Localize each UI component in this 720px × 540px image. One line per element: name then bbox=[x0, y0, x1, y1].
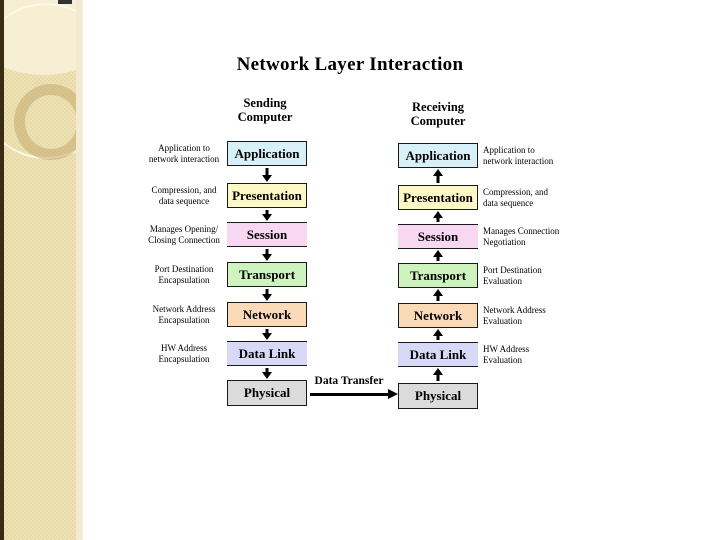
receiving-layer-box-presentation: Presentation bbox=[398, 185, 478, 210]
arrow-stem bbox=[436, 295, 440, 301]
receiving-layer-box-network: Network bbox=[398, 303, 478, 328]
sending-computer-header: Sending Computer bbox=[237, 96, 293, 124]
receiving-layer-box-transport: Transport bbox=[398, 263, 478, 288]
arrow-head bbox=[262, 175, 272, 182]
sending-layer-box-data-link: Data Link bbox=[227, 341, 307, 366]
arrow-head bbox=[262, 214, 272, 221]
receiving-layer-note-presentation: Compression, and data sequence bbox=[483, 186, 548, 208]
arrow-head bbox=[262, 254, 272, 261]
flow-arrow-down-icon bbox=[261, 209, 273, 221]
sending-layer-note-application: Application to network interaction bbox=[148, 142, 220, 164]
flow-arrow-down-icon bbox=[261, 167, 273, 182]
flow-arrow-up-icon bbox=[432, 250, 444, 262]
sending-layer-box-physical: Physical bbox=[227, 380, 307, 406]
receiving-layer-note-application: Application to network interaction bbox=[483, 144, 554, 166]
receiving-layer-box-session: Session bbox=[398, 224, 478, 249]
sidebar-top-notch bbox=[58, 0, 72, 4]
arrow-head bbox=[433, 368, 443, 375]
arrow-head bbox=[433, 169, 443, 176]
arrow-head bbox=[433, 289, 443, 296]
arrow-stem bbox=[436, 374, 440, 381]
arrow-stem bbox=[265, 249, 269, 255]
receiving-layer-note-network: Network Address Evaluation bbox=[483, 304, 546, 326]
flow-arrow-down-icon bbox=[261, 288, 273, 301]
arrow-stem bbox=[436, 217, 440, 222]
sending-layer-box-presentation: Presentation bbox=[227, 183, 307, 208]
sending-layer-box-session: Session bbox=[227, 222, 307, 247]
receiving-layer-note-session: Manages Connection Negotiation bbox=[483, 225, 560, 247]
sidebar-decoration bbox=[0, 0, 83, 540]
arrow-stem bbox=[436, 175, 440, 183]
sending-layer-note-transport: Port Destination Encapsulation bbox=[154, 263, 214, 285]
sending-layer-box-application: Application bbox=[227, 141, 307, 166]
data-transfer-arrowhead-icon bbox=[388, 389, 398, 399]
sending-layer-note-network: Network Address Encapsulation bbox=[152, 303, 216, 325]
flow-arrow-down-icon bbox=[261, 248, 273, 261]
arrow-head bbox=[433, 329, 443, 336]
data-transfer-label: Data Transfer bbox=[314, 375, 384, 387]
arrow-stem bbox=[436, 335, 440, 340]
sending-layer-box-transport: Transport bbox=[227, 262, 307, 287]
receiving-computer-header: Receiving Computer bbox=[410, 100, 466, 128]
arrow-head bbox=[433, 250, 443, 257]
arrow-head bbox=[262, 294, 272, 301]
receiving-layer-note-data-link: HW Address Evaluation bbox=[483, 343, 530, 365]
flow-arrow-down-icon bbox=[261, 328, 273, 340]
flow-arrow-up-icon bbox=[432, 329, 444, 341]
arrow-stem bbox=[265, 210, 269, 215]
sidebar-right-strip bbox=[76, 0, 83, 540]
sending-layer-note-presentation: Compression, and data sequence bbox=[151, 184, 217, 206]
arrow-stem bbox=[436, 256, 440, 261]
arrow-stem bbox=[265, 368, 269, 373]
sending-layer-note-data-link: HW Address Encapsulation bbox=[158, 342, 210, 364]
arrow-stem bbox=[265, 329, 269, 334]
sending-layer-box-network: Network bbox=[227, 302, 307, 327]
flow-arrow-up-icon bbox=[432, 289, 444, 302]
receiving-layer-box-application: Application bbox=[398, 143, 478, 168]
receiving-layer-box-physical: Physical bbox=[398, 383, 478, 409]
flow-arrow-up-icon bbox=[432, 169, 444, 184]
flow-arrow-down-icon bbox=[261, 367, 273, 379]
flow-arrow-up-icon bbox=[432, 211, 444, 223]
arrow-head bbox=[262, 372, 272, 379]
data-transfer-arrow bbox=[310, 393, 388, 396]
arrow-head bbox=[262, 333, 272, 340]
sending-layer-note-session: Manages Opening/ Closing Connection bbox=[148, 223, 220, 245]
arrow-head bbox=[433, 211, 443, 218]
flow-arrow-up-icon bbox=[432, 368, 444, 382]
arrow-stem bbox=[265, 168, 269, 176]
receiving-layer-note-transport: Port Destination Evaluation bbox=[483, 264, 542, 286]
page-title: Network Layer Interaction bbox=[236, 54, 464, 75]
receiving-layer-box-data-link: Data Link bbox=[398, 342, 478, 367]
arrow-stem bbox=[265, 289, 269, 295]
